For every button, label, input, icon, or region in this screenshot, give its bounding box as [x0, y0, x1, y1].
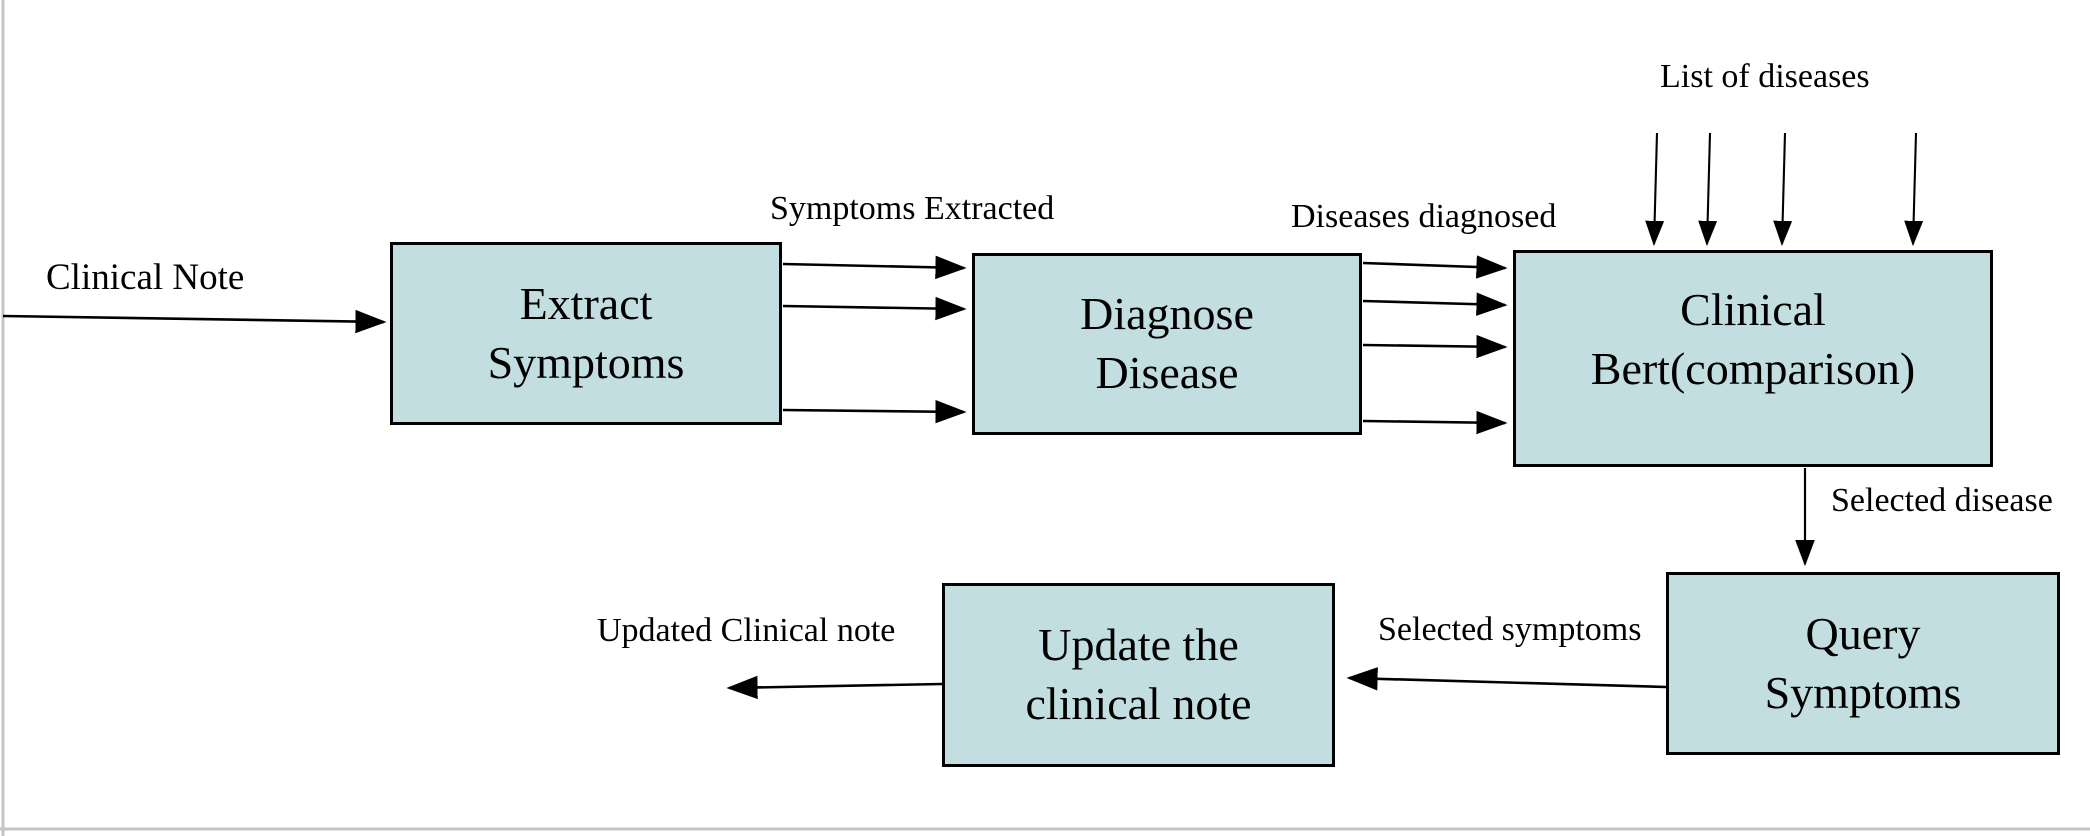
arrow-disease-list-1 [1645, 132, 1665, 247]
node-clinical-bert-comparison: Clinical Bert(comparison) [1513, 250, 1993, 467]
arrow-diagnose-to-bert-1 [1362, 255, 1508, 279]
arrow-query-to-update [1346, 667, 1667, 691]
arrow-diagnose-to-bert-4 [1362, 410, 1508, 435]
label-selected-disease: Selected disease [1831, 482, 2053, 519]
arrow-clinical-note-to-extract [2, 309, 387, 334]
label-list-of-diseases: List of diseases [1660, 58, 1870, 95]
arrow-update-to-output [726, 675, 943, 700]
node-update-clinical-note: Update the clinical note [942, 583, 1335, 767]
arrow-diagnose-to-bert-2 [1362, 292, 1508, 316]
label-diseases-diagnosed: Diseases diagnosed [1291, 198, 1557, 235]
label-selected-symptoms: Selected symptoms [1378, 611, 1642, 648]
arrow-diagnose-to-bert-3 [1362, 334, 1508, 359]
arrow-extract-to-diagnose-3 [782, 399, 967, 424]
label-clinical-note: Clinical Note [46, 257, 245, 298]
arrow-disease-list-3 [1773, 132, 1793, 247]
node-extract-symptoms: Extract Symptoms [390, 242, 782, 425]
label-symptoms-extracted: Symptoms Extracted [770, 190, 1055, 227]
node-query-symptoms: Query Symptoms [1666, 572, 2060, 755]
label-updated-clinical-note: Updated Clinical note [597, 612, 896, 649]
arrow-disease-list-4 [1904, 132, 1924, 247]
arrow-extract-to-diagnose-2 [782, 296, 967, 321]
node-diagnose-disease: Diagnose Disease [972, 253, 1362, 435]
arrow-extract-to-diagnose-1 [782, 255, 967, 280]
arrow-disease-list-2 [1698, 132, 1718, 247]
